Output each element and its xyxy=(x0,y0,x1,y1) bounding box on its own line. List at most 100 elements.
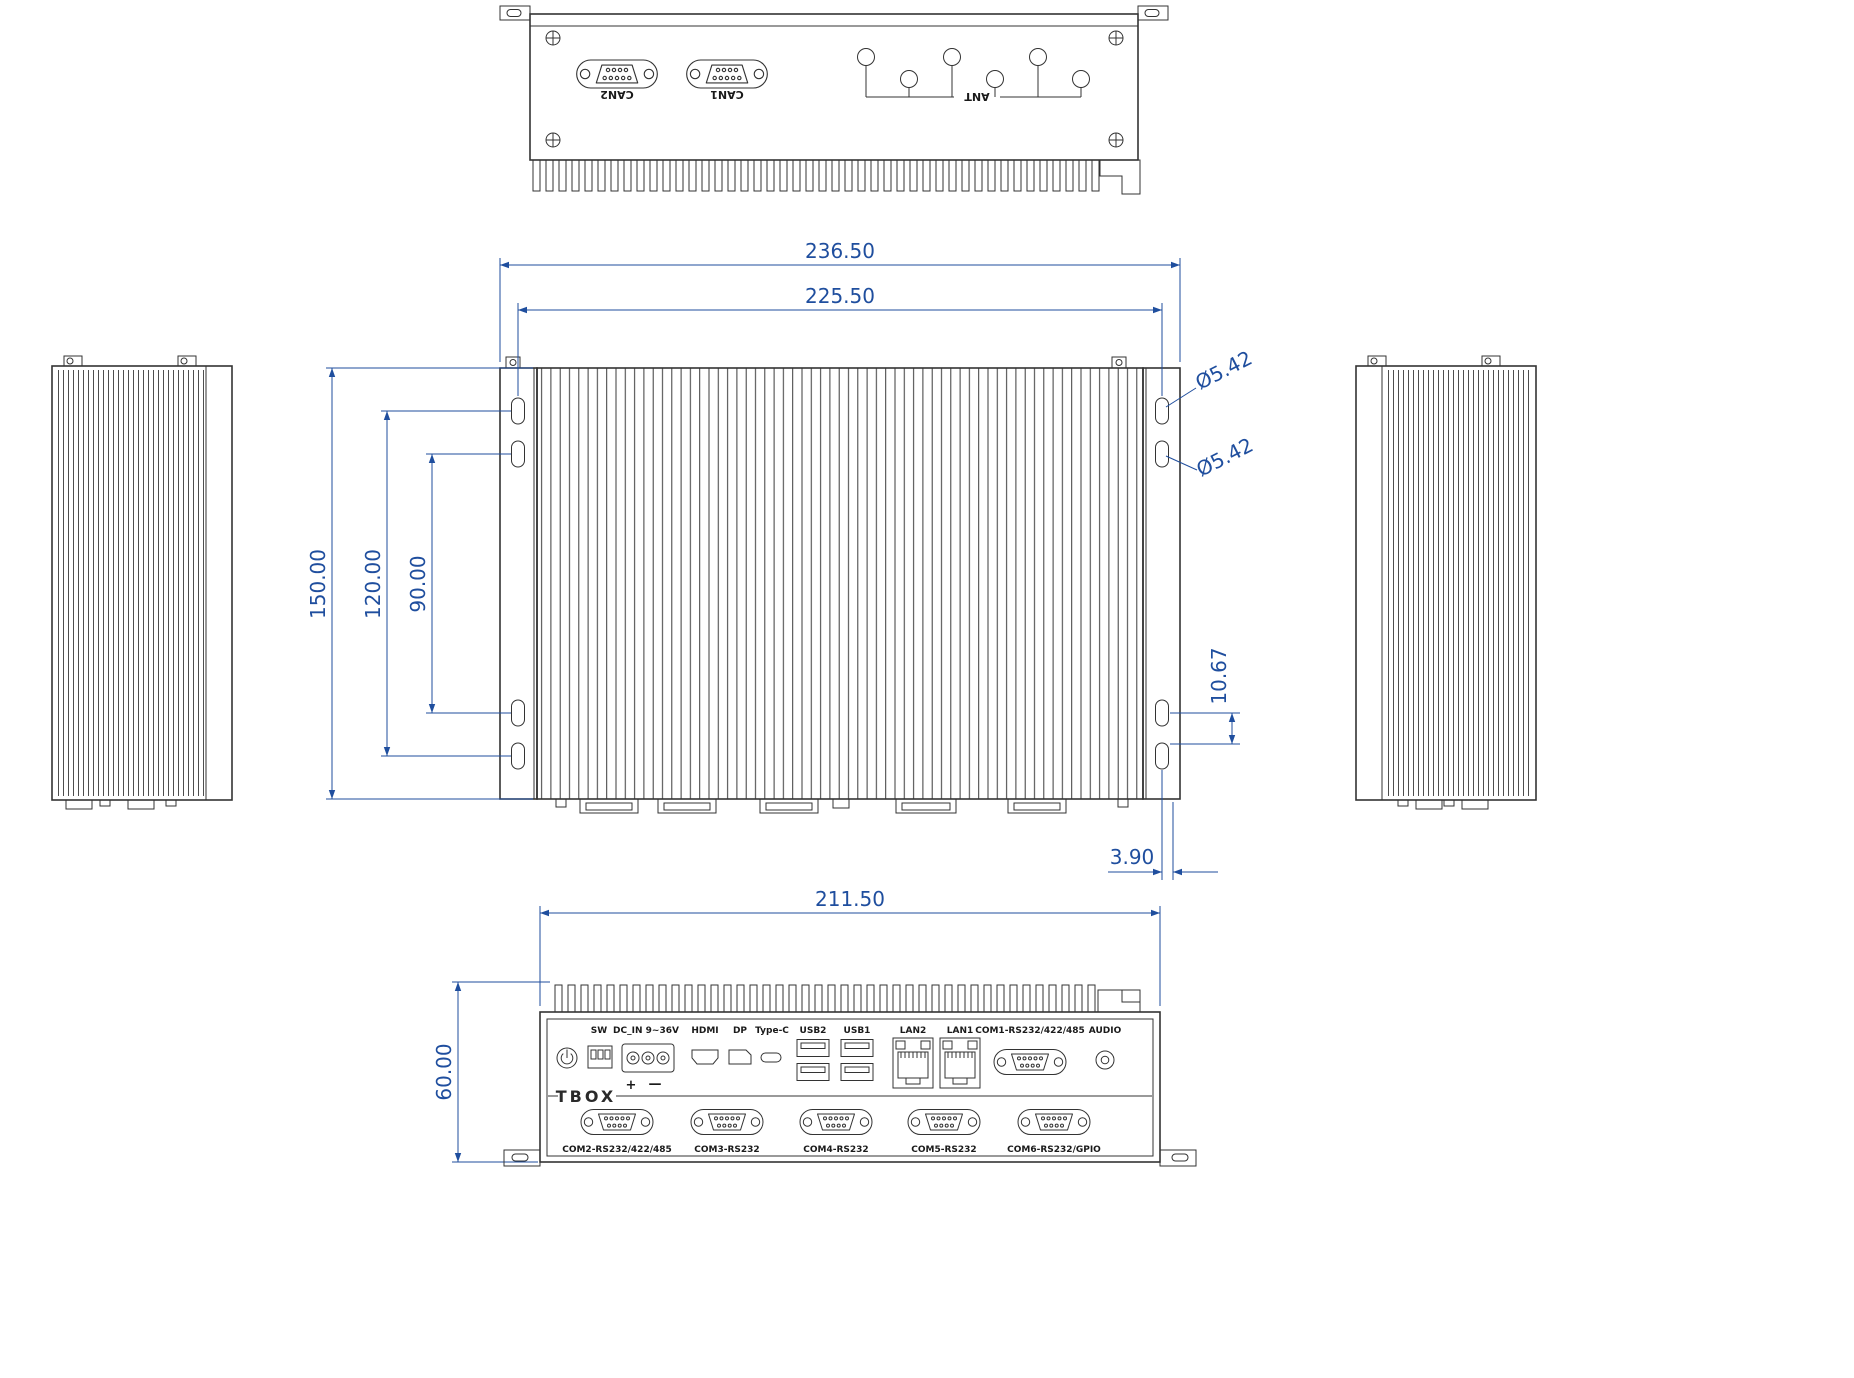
com4-connector xyxy=(799,1109,873,1135)
com6-connector xyxy=(1017,1109,1091,1135)
screw-icon xyxy=(1108,30,1124,46)
right-side-view xyxy=(1355,355,1537,810)
dim-hole-offset-label: 10.67 xyxy=(1207,647,1231,704)
dimension-150-00: 150.00 xyxy=(306,367,533,800)
usb-port xyxy=(796,1039,830,1057)
screw-icon xyxy=(545,30,561,46)
dimension-236-50: 236.50 xyxy=(499,239,1181,362)
mounting-tab xyxy=(1137,5,1169,21)
com5-label: COM5-RS232 xyxy=(911,1145,976,1155)
usb-port xyxy=(796,1063,830,1081)
port-label-hdmi: HDMI xyxy=(691,1026,718,1036)
port-label-usb1: USB1 xyxy=(844,1026,871,1036)
mounting-slot xyxy=(1144,9,1160,17)
typec-port xyxy=(760,1052,782,1063)
dim-inner-hole-span-label: 90.00 xyxy=(406,555,430,612)
dc-plus-label: + xyxy=(626,1078,637,1093)
dim-height-label: 150.00 xyxy=(306,549,330,619)
mounting-slot xyxy=(1155,699,1169,727)
dimension-90-00: 90.00 xyxy=(406,453,511,714)
dimension-225-50: 225.50 xyxy=(517,284,1163,396)
lan2-port xyxy=(892,1037,934,1089)
heatsink-step xyxy=(1099,159,1141,195)
usb-port xyxy=(840,1063,874,1081)
antenna-holes xyxy=(857,48,1090,98)
port-label-lan1: LAN1 xyxy=(947,1026,974,1036)
mounting-slot xyxy=(1155,397,1169,425)
screw-icon xyxy=(545,132,561,148)
port-label-lan2: LAN2 xyxy=(900,1026,927,1036)
mounting-flange xyxy=(1159,1149,1197,1167)
port-label-sw: SW xyxy=(591,1026,607,1036)
port-label-usb2: USB2 xyxy=(800,1026,827,1036)
com4-label: COM4-RS232 xyxy=(803,1145,868,1155)
can2-connector xyxy=(576,59,658,89)
dim-edge-offset-label: 3.90 xyxy=(1110,845,1155,869)
com2-label: COM2-RS232/422/485 xyxy=(562,1145,672,1155)
mounting-slot xyxy=(1155,742,1169,770)
screw-icon xyxy=(1108,132,1124,148)
audio-jack xyxy=(1095,1050,1115,1070)
com6-label: COM6-RS232/GPIO xyxy=(1007,1145,1101,1155)
dim-front-width-label: 211.50 xyxy=(815,887,885,911)
can2-label: CAN2 xyxy=(600,88,633,101)
dim-front-height-label: 60.00 xyxy=(432,1043,456,1100)
com3-connector xyxy=(690,1109,764,1135)
mounting-tab xyxy=(499,5,531,21)
heatsink-step xyxy=(1097,989,1141,1013)
mounting-slot xyxy=(506,9,522,17)
dim-hole-span-height-label: 120.00 xyxy=(361,549,385,619)
lan1-port xyxy=(939,1037,981,1089)
sw-switch xyxy=(587,1045,613,1069)
port-label-dcin: DC_IN 9~36V xyxy=(613,1026,679,1036)
dim-hole-span-width-label: 225.50 xyxy=(805,284,875,308)
power-button xyxy=(556,1047,578,1069)
top-view-body xyxy=(529,13,1139,161)
side-fins xyxy=(1384,370,1532,796)
mounting-slot xyxy=(511,699,525,727)
com5-connector xyxy=(907,1109,981,1135)
dim-overall-width-label: 236.50 xyxy=(805,239,875,263)
com1-connector xyxy=(993,1049,1067,1075)
port-label-com1: COM1-RS232/422/485 xyxy=(975,1026,1085,1036)
dimension-120-00: 120.00 xyxy=(361,410,511,757)
heatsink-fins xyxy=(530,160,1100,194)
ant-label: ANT xyxy=(964,90,990,103)
heatsink-fins xyxy=(552,982,1098,1012)
dim-hole-dia-2-label: Ø5.42 xyxy=(1192,433,1257,482)
dimension-211-50: 211.50 xyxy=(539,887,1161,1006)
mounting-flange xyxy=(503,1149,541,1167)
brand-logo: TBOX xyxy=(556,1087,616,1106)
dim-hole-dia-1-label: Ø5.42 xyxy=(1191,346,1256,395)
dimension-3-90: 3.90 xyxy=(1108,770,1218,880)
mounting-slot xyxy=(1155,440,1169,468)
dimension-60-00: 60.00 xyxy=(432,981,550,1163)
dc-minus-label: — xyxy=(649,1077,662,1092)
dp-port xyxy=(728,1049,752,1065)
mounting-slot xyxy=(511,440,525,468)
mounting-slot xyxy=(511,742,525,770)
heatsink-fins xyxy=(537,368,1143,799)
front-panel-body xyxy=(539,1011,1161,1163)
mounting-slot xyxy=(511,397,525,425)
usb-port xyxy=(840,1039,874,1057)
can1-connector xyxy=(686,59,768,89)
side-fins xyxy=(56,370,206,796)
top-rear-view: CAN2 CAN1 ANT xyxy=(499,5,1169,195)
right-mounting-bracket xyxy=(1142,367,1181,800)
hdmi-port xyxy=(691,1049,719,1065)
bottom-edge-connectors xyxy=(555,798,1129,814)
port-label-typec: Type-C xyxy=(755,1026,789,1036)
left-side-view xyxy=(51,355,233,810)
com3-label: COM3-RS232 xyxy=(694,1145,759,1155)
main-top-view xyxy=(499,356,1181,814)
can1-label: CAN1 xyxy=(710,88,743,101)
dc-in-terminal: + — xyxy=(621,1043,675,1093)
left-mounting-bracket xyxy=(499,367,538,800)
com2-connector xyxy=(580,1109,654,1135)
port-label-dp: DP xyxy=(733,1026,747,1036)
port-label-audio: AUDIO xyxy=(1089,1026,1122,1036)
dimension-10-67: 10.67 xyxy=(1170,647,1240,745)
